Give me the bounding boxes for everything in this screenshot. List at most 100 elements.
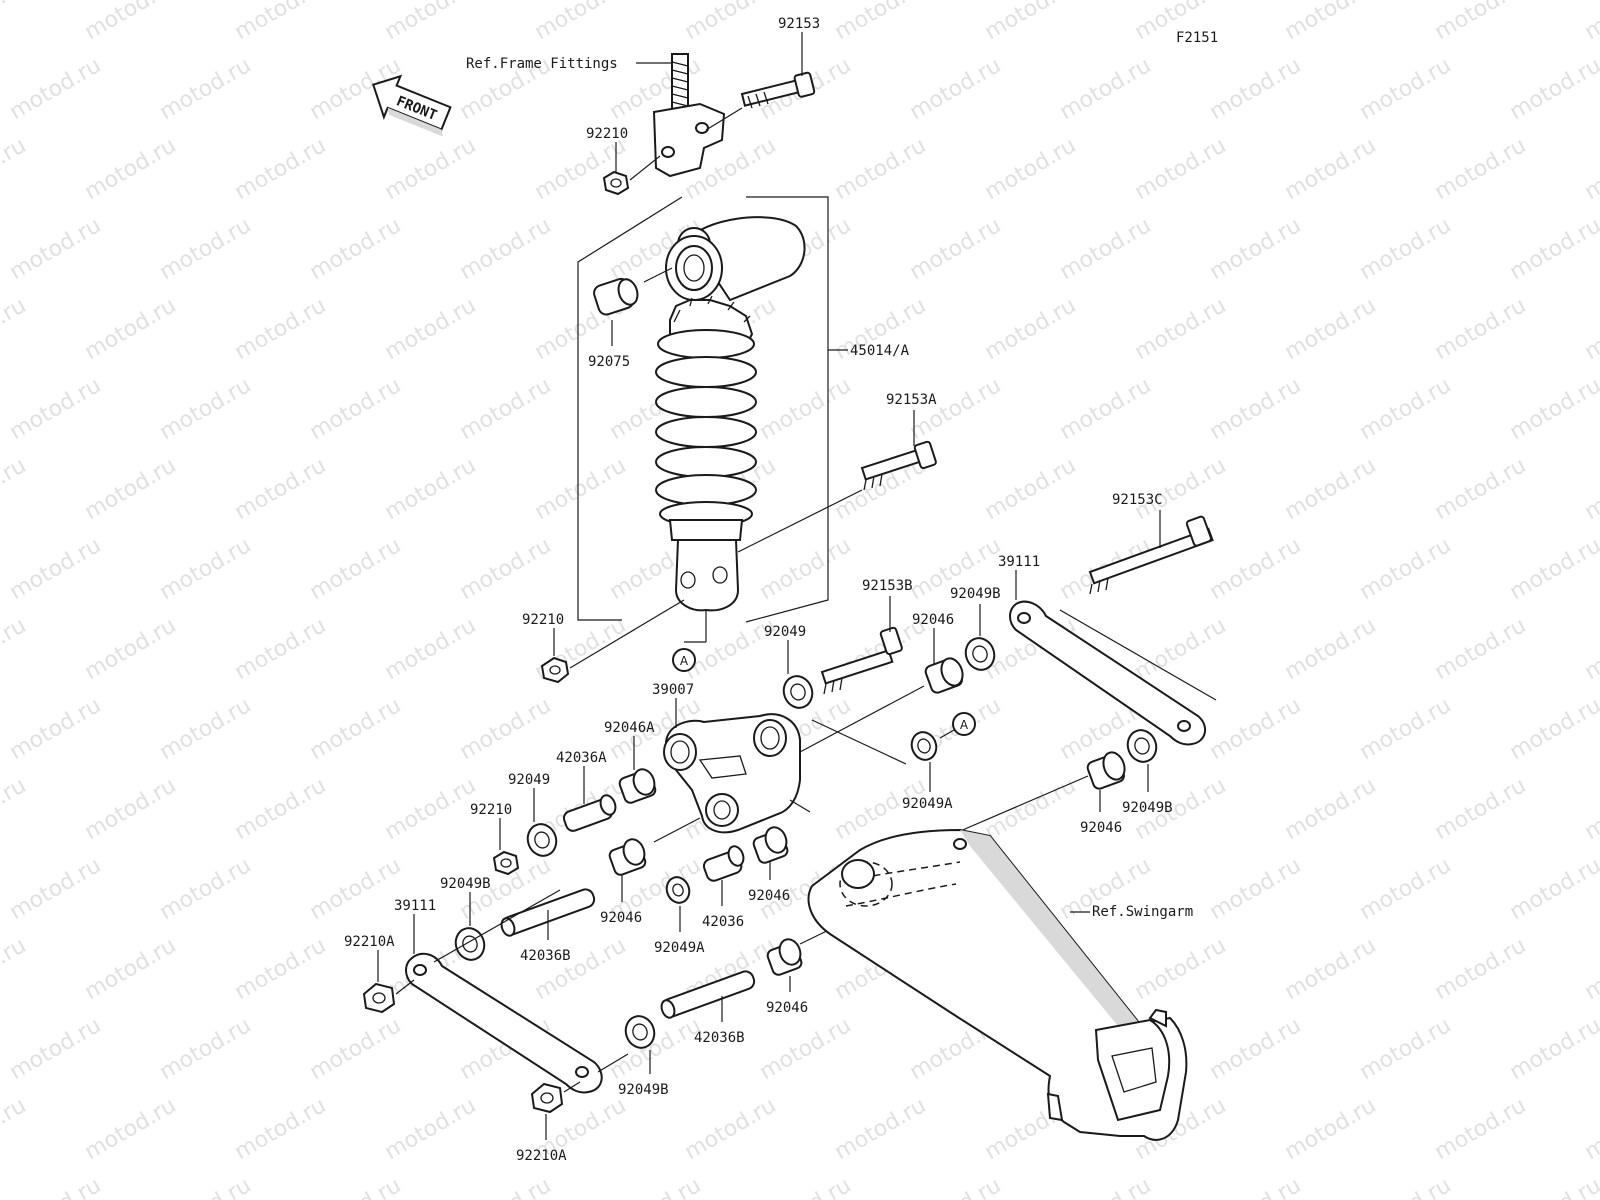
watermark-text: motod.ru (456, 213, 556, 285)
watermark-text: motod.ru (1431, 0, 1531, 45)
watermark-text: motod.ru (306, 693, 406, 765)
watermark-text: motod.ru (6, 1013, 106, 1085)
label-42036: 42036 (702, 914, 744, 930)
watermark-text: motod.ru (6, 213, 106, 285)
watermark-text: motod.ru (1581, 1093, 1600, 1165)
watermark-text: motod.ru (306, 1173, 406, 1200)
watermark-text: motod.ru (831, 133, 931, 205)
watermark-text: motod.ru (1131, 453, 1231, 525)
watermark-text: motod.ru (381, 133, 481, 205)
label-92046-right: 92046 (1080, 820, 1122, 836)
watermark-text: motod.ru (6, 853, 106, 925)
label-92210-mid: 92210 (522, 612, 564, 628)
label-92210-top: 92210 (586, 126, 628, 142)
watermark-text: motod.ru (6, 53, 106, 125)
watermark-text: motod.ru (1206, 373, 1306, 445)
bolt-92153A (860, 440, 937, 491)
watermark-text: motod.ru (831, 0, 931, 45)
watermark-text: motod.ru (6, 373, 106, 445)
watermark-text: motod.ru (906, 53, 1006, 125)
watermark-text: motod.ru (231, 933, 331, 1005)
watermark-text: motod.ru (1431, 773, 1531, 845)
watermark-text: motod.ru (1581, 133, 1600, 205)
watermark-text: motod.ru (81, 613, 181, 685)
watermark-text: motod.ru (1131, 293, 1231, 365)
watermark-text: motod.ru (0, 133, 30, 205)
label-39111-left: 39111 (394, 898, 436, 914)
watermark-text: motod.ru (456, 533, 556, 605)
bolt-92153B (820, 626, 903, 695)
nut-92210-mid (540, 656, 570, 684)
watermark-text: motod.ru (1581, 0, 1600, 45)
watermark-text: motod.ru (1356, 693, 1456, 765)
washer-92049A-lower (665, 876, 691, 904)
watermark-text: motod.ru (1356, 1013, 1456, 1085)
watermark-text: motod.ru (0, 773, 30, 845)
watermark-text: motod.ru (0, 0, 30, 45)
label-42036A: 42036A (556, 750, 607, 766)
label-92046-bottom: 92046 (766, 1000, 808, 1016)
watermark-text: motod.ru (1356, 53, 1456, 125)
label-92046-lower2: 92046 (748, 888, 790, 904)
watermark-text: motod.ru (306, 213, 406, 285)
watermark-text: motod.ru (1281, 133, 1381, 205)
watermark-text: motod.ru (81, 1093, 181, 1165)
label-92210A-left: 92210A (344, 934, 395, 950)
watermark-text: motod.ru (231, 453, 331, 525)
watermark-text: motod.ru (306, 1013, 406, 1085)
label-92049B-left: 92049B (440, 876, 491, 892)
watermark-text: motod.ru (6, 533, 106, 605)
watermark-text: motod.ru (381, 773, 481, 845)
watermark-text: motod.ru (981, 453, 1081, 525)
label-92210A-bottom: 92210A (516, 1148, 567, 1164)
watermark-text: motod.ru (1131, 933, 1231, 1005)
watermark-text: motod.ru (1206, 213, 1306, 285)
label-92049B-bottom: 92049B (618, 1082, 669, 1098)
watermark-text: motod.ru (1506, 373, 1600, 445)
bearing-92046A (618, 768, 657, 804)
watermark-text: motod.ru (1506, 533, 1600, 605)
watermark-text: motod.ru (1281, 773, 1381, 845)
watermark-text: motod.ru (81, 773, 181, 845)
watermark-text: motod.ru (981, 773, 1081, 845)
watermark-text: motod.ru (1281, 933, 1381, 1005)
label-45014A: 45014/A (850, 343, 910, 359)
washer-92049A-right (910, 731, 938, 761)
watermark-text: motod.ru (156, 1173, 256, 1200)
washer-92049B-right (1126, 729, 1158, 763)
bearing-92046-lower (608, 838, 647, 876)
label-92049A-lower: 92049A (654, 940, 705, 956)
watermark-text: motod.ru (1206, 1013, 1306, 1085)
watermark-text: motod.ru (1506, 53, 1600, 125)
watermark-text: motod.ru (1581, 773, 1600, 845)
watermark-text: motod.ru (1356, 213, 1456, 285)
watermark-text: motod.ru (1581, 613, 1600, 685)
watermark-text: motod.ru (0, 293, 30, 365)
watermark-text: motod.ru (1506, 213, 1600, 285)
watermark-text: motod.ru (456, 1173, 556, 1200)
watermark-text: motod.ru (81, 453, 181, 525)
watermark-text: motod.ru (1581, 933, 1600, 1005)
nut-92210A-left (362, 982, 396, 1014)
watermark-text: motod.ru (981, 133, 1081, 205)
watermark-text: motod.ru (306, 533, 406, 605)
watermark-text: motod.ru (1206, 693, 1306, 765)
watermark-text: motod.ru (81, 293, 181, 365)
watermark-text: motod.ru (1506, 693, 1600, 765)
watermark-text: motod.ru (81, 0, 181, 45)
washer-92049-mid (782, 675, 814, 709)
shaft-42036B-bottom (660, 970, 756, 1019)
watermark-text: motod.ru (531, 453, 631, 525)
watermark-text: motod.ru (606, 1013, 706, 1085)
label-92049-mid: 92049 (764, 624, 806, 640)
watermark-text: motod.ru (156, 213, 256, 285)
nut-92210-left (492, 850, 520, 876)
watermark-text: motod.ru (606, 1173, 706, 1200)
watermark-text: motod.ru (0, 933, 30, 1005)
watermark-text: motod.ru (1356, 1173, 1456, 1200)
watermark-text: motod.ru (1281, 1093, 1381, 1165)
label-92046-top: 92046 (912, 612, 954, 628)
collar-42036A (562, 794, 617, 832)
watermark-text: motod.ru (6, 1173, 106, 1200)
shock-spring (655, 329, 757, 527)
